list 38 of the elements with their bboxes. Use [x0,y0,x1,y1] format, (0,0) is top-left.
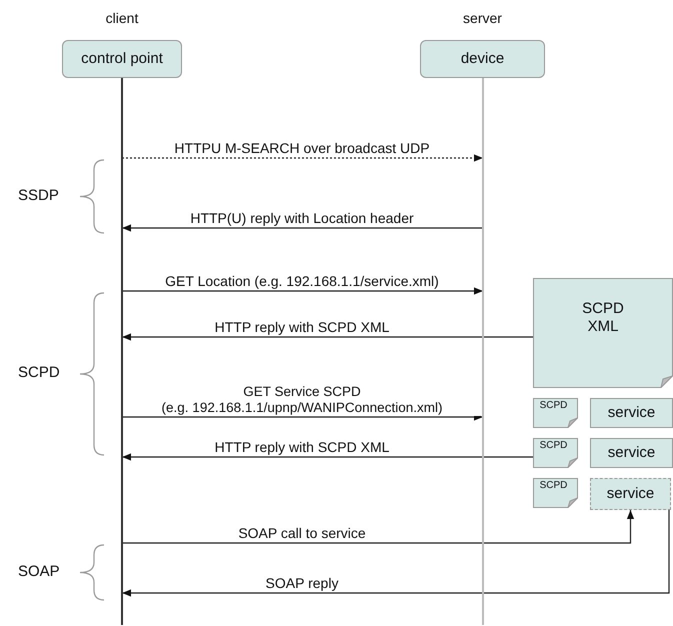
service-box [590,478,671,510]
participant-box [62,40,182,78]
node-label: service [608,445,656,461]
document-shape [533,478,578,508]
participant-role: server [463,10,502,26]
lifeline [482,78,484,625]
message-arrow [122,287,483,295]
node-label: device [460,51,504,67]
message-arrow [122,510,634,544]
participant-role: client [106,10,138,26]
phase-label: SSDP [18,188,59,204]
message-arrow [122,333,533,341]
message-label: HTTP reply with SCPD XML [212,319,392,335]
message-label: HTTP reply with SCPD XML [212,439,392,455]
participant-box [420,40,545,78]
message-label: SOAP call to service [236,525,368,541]
node-label: control point [81,51,163,67]
phase-label: SCPD [18,365,60,381]
node-label: service [606,486,654,502]
document-label: SCPD XML [581,300,625,336]
document-label: SCPD [540,401,568,411]
phase-label: SOAP [18,564,60,580]
document-label: SCPD [540,441,568,451]
message-arrow [122,453,533,461]
document-shape [533,278,673,388]
message-arrow [122,413,483,421]
node-label: service [608,405,656,421]
document-shape [533,398,578,428]
service-box [590,398,673,428]
lifeline [121,78,123,625]
message-arrow [122,510,670,597]
message-label: GET Location (e.g. 192.168.1.1/service.xml) [163,273,441,289]
message-arrow [122,224,483,232]
message-arrow [122,154,483,162]
document-shape [533,438,578,468]
document-label: SCPD [540,481,568,491]
service-box [590,438,673,468]
message-label: SOAP reply [264,575,340,591]
